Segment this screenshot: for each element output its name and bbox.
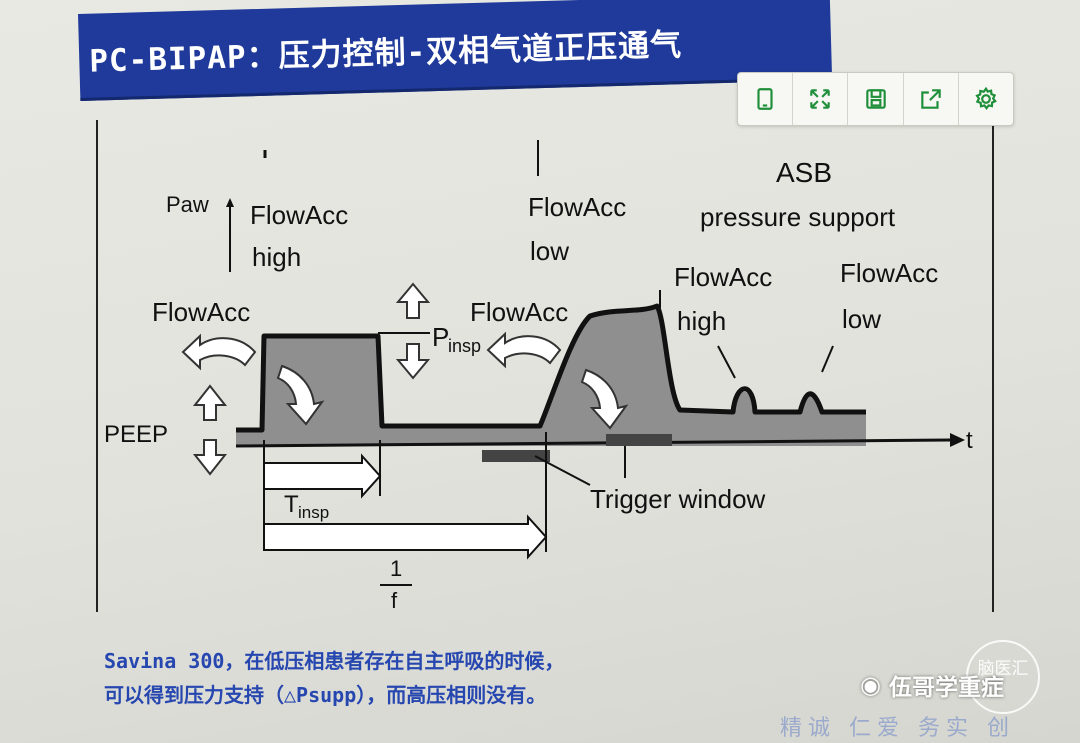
- paw-axis-arrowhead: [226, 198, 234, 207]
- label-t-axis: t: [966, 427, 973, 454]
- watermark-account: ◉ 伍哥学重症: [860, 668, 1004, 702]
- pinsp-down-arrow: [395, 343, 431, 380]
- save-icon: [865, 89, 886, 109]
- cycle-arrow: [263, 432, 548, 560]
- label-asb: ASB: [776, 157, 832, 188]
- tablet-view-button[interactable]: [738, 73, 794, 125]
- label-flowacc-high-2a: FlowAcc: [674, 262, 772, 292]
- watermark-stamp: 精诚 仁爱 务实 创: [780, 716, 1015, 741]
- label-flowacc-low-2b: low: [842, 304, 881, 334]
- asb-low-pointer: [821, 345, 834, 373]
- wechat-icon: ◉: [860, 671, 881, 699]
- label-paw: Paw: [166, 192, 209, 217]
- label-flowacc-high-2b: high: [677, 306, 726, 336]
- fullscreen-button[interactable]: [793, 73, 849, 125]
- label-pinsp-sub: insp: [448, 336, 481, 356]
- gear-icon: [975, 86, 997, 111]
- time-axis-arrowhead: [950, 433, 965, 447]
- frame-right-border: [992, 118, 994, 612]
- peep-up-arrow: [192, 384, 228, 421]
- label-pressure-support: pressure support: [700, 202, 896, 232]
- watermark-logo-text: 脑医汇: [977, 659, 1029, 679]
- caption-line-1: Savina 300，在低压相患者存在自主呼吸的时候，: [104, 649, 565, 673]
- settings-button[interactable]: [959, 73, 1013, 125]
- slide-caption: Savina 300，在低压相患者存在自主呼吸的时候， 可以得到压力支持（△Ps…: [104, 644, 564, 712]
- pressure-curve: [236, 303, 866, 433]
- label-peep: PEEP: [104, 421, 168, 448]
- trigger-window-bar-1: [482, 450, 550, 462]
- image-toolbar: [737, 72, 1014, 126]
- label-tinsp: T: [284, 491, 299, 518]
- label-flowacc-mid: FlowAcc: [470, 297, 568, 327]
- share-icon: [920, 89, 941, 109]
- pinsp-up-arrow: [395, 282, 431, 319]
- label-frequency-denominator: f: [391, 588, 398, 613]
- pressure-area-fill: [236, 308, 866, 446]
- trigger-window-pointer-1: [534, 455, 591, 486]
- label-flowacc-low-top-b: low: [530, 236, 569, 266]
- label-flowacc-low-top-a: FlowAcc: [528, 192, 626, 222]
- watermark-account-name: 伍哥学重症: [888, 675, 1004, 701]
- asb-high-pointer: [717, 345, 736, 379]
- tablet-icon: [757, 88, 773, 110]
- label-flowacc-high-1a: FlowAcc: [250, 200, 348, 230]
- fill-curved-arrow-2: [580, 368, 629, 430]
- peep-down-arrow: [192, 439, 228, 476]
- label-flowacc-high-1b: high: [252, 242, 301, 272]
- watermark-logo: 脑医汇: [966, 640, 1040, 714]
- flowacc-curved-arrow-left: [181, 333, 257, 371]
- caption-line-2: 可以得到压力支持（△Psupp），而高压相则没有。: [104, 683, 547, 707]
- time-axis: [235, 438, 951, 448]
- expand-icon: [810, 89, 831, 109]
- label-tinsp-sub: insp: [298, 503, 329, 522]
- label-frequency-numerator: 1: [390, 556, 402, 581]
- save-button[interactable]: [848, 73, 904, 125]
- label-flowacc-left: FlowAcc: [152, 297, 250, 327]
- share-button[interactable]: [904, 73, 959, 125]
- label-pinsp: P: [432, 322, 449, 352]
- label-trigger-window: Trigger window: [590, 484, 766, 514]
- tinsp-arrow: [263, 440, 382, 550]
- flowacc-curved-arrow-mid: [486, 331, 562, 369]
- fill-curved-arrow-1: [276, 364, 325, 426]
- trigger-window-bar-2: [606, 434, 672, 446]
- frame-left-border: [96, 120, 98, 612]
- label-flowacc-low-2a: FlowAcc: [840, 258, 938, 288]
